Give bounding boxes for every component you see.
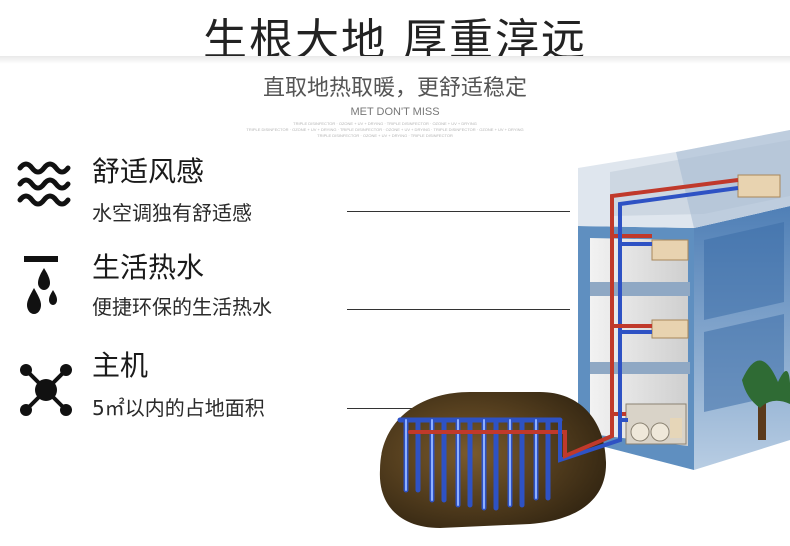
tagline: MET DON'T MISS	[350, 106, 440, 118]
ground-loop-pipes	[397, 417, 567, 511]
feature-title-main-unit: 主机	[92, 349, 149, 382]
network-hub-icon	[20, 364, 72, 416]
indoor-unit-roof	[737, 174, 781, 198]
leader-line	[347, 309, 570, 310]
fine-print-line: TRIPLE DISINFECTOR · OZONE + UV + DRYING…	[317, 133, 453, 138]
feature-title-hot-water: 生活热水	[92, 251, 205, 284]
indoor-unit-middle	[651, 319, 689, 339]
fine-print-line: TRIPLE DISINFECTOR · OZONE + UV + DRYING…	[293, 121, 477, 126]
feature-desc-hot-water: 便捷环保的生活热水	[92, 295, 272, 319]
tree	[742, 360, 790, 440]
ground-soil	[379, 392, 607, 528]
heat-pump-unit	[625, 403, 687, 445]
title-divider	[0, 56, 790, 64]
leader-line	[347, 211, 570, 212]
wave-icon	[17, 161, 71, 207]
water-drop-icon	[24, 256, 58, 314]
indoor-unit-upper	[651, 239, 689, 261]
feature-desc-main-unit: 5㎡以内的占地面积	[92, 396, 265, 420]
fine-print-line: TRIPLE DISINFECTOR · OZONE + UV + DRYING…	[246, 127, 524, 132]
feature-desc-comfort: 水空调独有舒适感	[92, 201, 252, 225]
feature-title-comfort: 舒适风感	[92, 155, 205, 188]
page-subtitle: 直取地热取暖，更舒适稳定	[262, 76, 527, 101]
supply-return-pipes	[558, 178, 739, 463]
